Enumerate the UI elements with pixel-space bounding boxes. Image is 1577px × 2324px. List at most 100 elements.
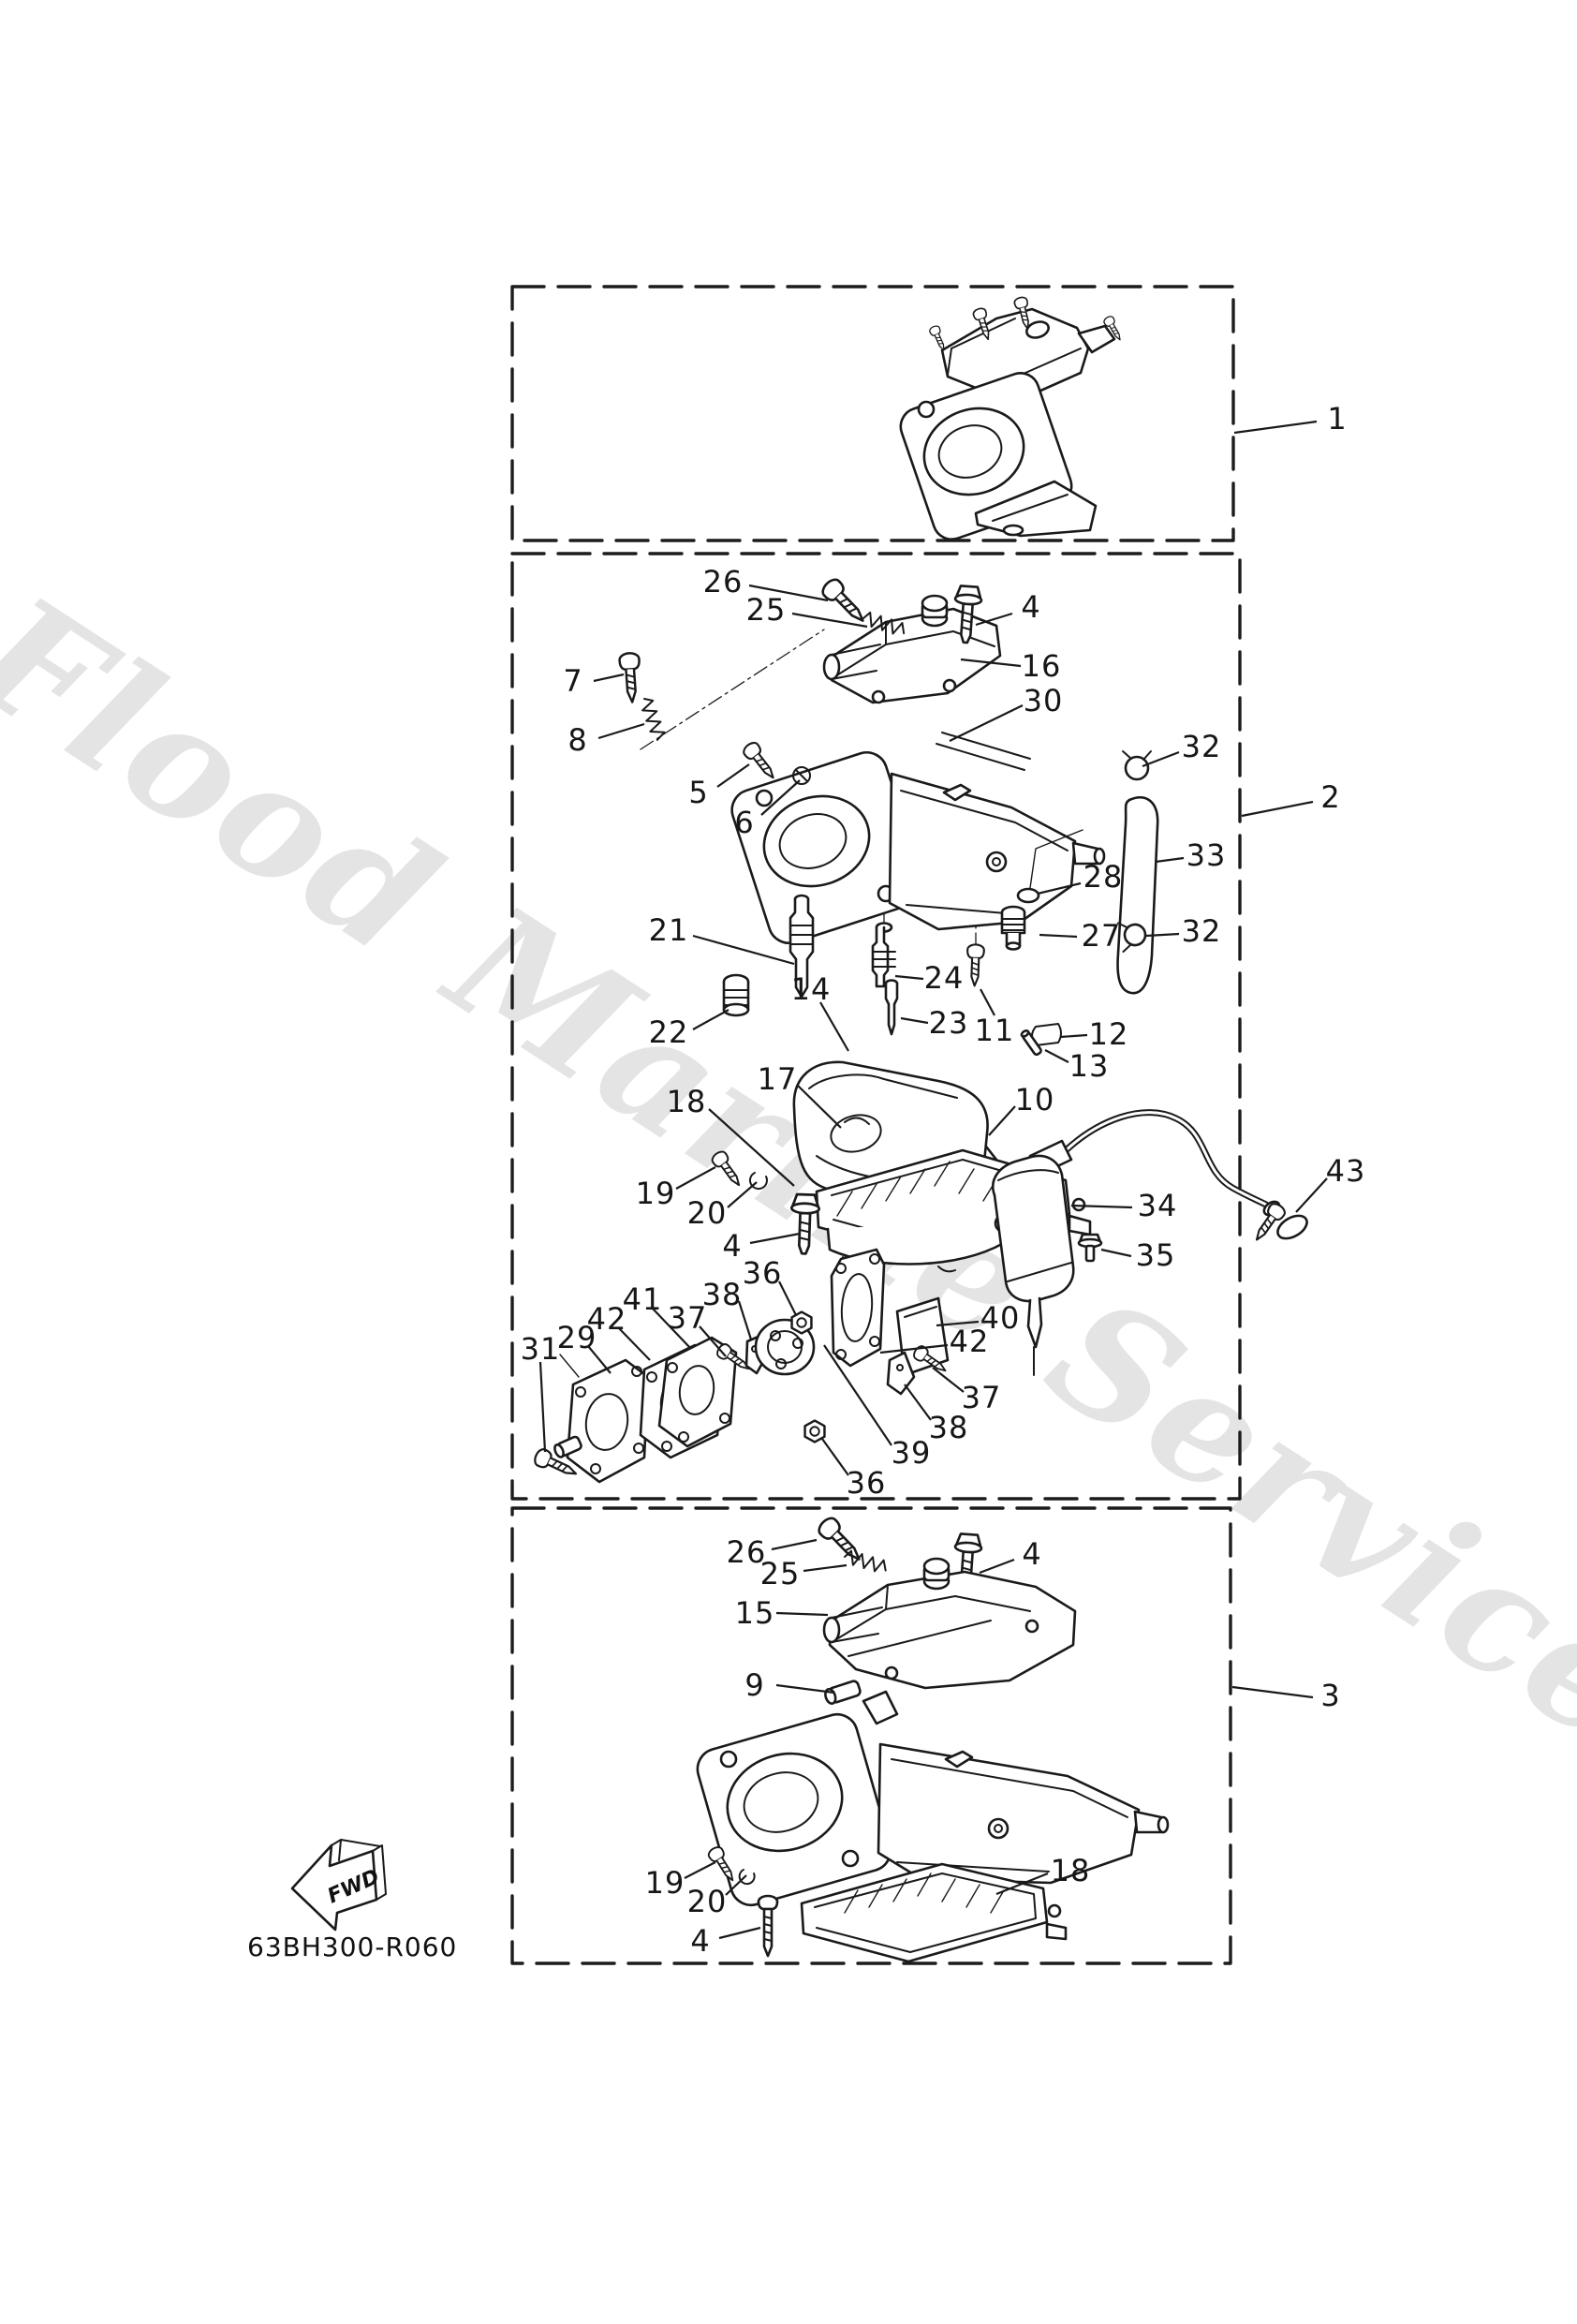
leader-line-42 bbox=[617, 1326, 651, 1361]
pilot-jet-24 bbox=[871, 922, 896, 988]
part-code: 63BH300-R060 bbox=[247, 1932, 458, 1962]
leader-line-40 bbox=[936, 1320, 980, 1327]
leader-line-26 bbox=[748, 584, 829, 602]
leader-line-41 bbox=[652, 1308, 692, 1350]
leader-line-4 bbox=[718, 1926, 761, 1940]
leader-line-38 bbox=[737, 1300, 753, 1340]
leader-line-24 bbox=[894, 974, 924, 981]
group-box-1 bbox=[510, 285, 1235, 542]
leader-line-11 bbox=[980, 988, 995, 1016]
leader-line-28 bbox=[1037, 881, 1082, 896]
leader-line-38 bbox=[904, 1384, 932, 1421]
leader-line-42 bbox=[879, 1343, 949, 1354]
leader-line-30 bbox=[949, 704, 1024, 742]
leader-line-18 bbox=[708, 1108, 795, 1187]
leader-line-1 bbox=[1233, 420, 1318, 435]
exploded-carburetor bbox=[531, 575, 1308, 1484]
needle-jet-21 bbox=[788, 894, 815, 999]
leader-line-15 bbox=[775, 1611, 829, 1617]
fuel-hose-33 bbox=[1116, 796, 1159, 995]
carburetor-body-3 bbox=[696, 1712, 1170, 1907]
leader-line-35 bbox=[1100, 1248, 1132, 1258]
group-box-2 bbox=[510, 552, 1242, 1501]
leader-line-13 bbox=[1044, 1049, 1069, 1063]
leader-line-8 bbox=[597, 722, 645, 740]
leader-line-19 bbox=[684, 1861, 716, 1879]
leader-line-17 bbox=[796, 1084, 842, 1129]
washer-20 bbox=[748, 1172, 768, 1191]
leader-line-22 bbox=[692, 1009, 730, 1030]
leader-line-20 bbox=[725, 1874, 747, 1896]
leader-line-5 bbox=[716, 763, 750, 788]
leader-line-3 bbox=[1231, 1685, 1314, 1699]
cover-15 bbox=[822, 1557, 1077, 1690]
leader-line-23 bbox=[900, 1016, 929, 1025]
leader-line-27 bbox=[1039, 933, 1078, 939]
leader-line-4 bbox=[975, 612, 1013, 627]
group-box-3 bbox=[510, 1506, 1232, 1965]
spring-25c bbox=[842, 1548, 890, 1576]
pin-13 bbox=[1020, 1029, 1042, 1057]
leader-line-9 bbox=[775, 1683, 835, 1695]
leader-lines bbox=[538, 420, 1328, 1940]
leader-line-37 bbox=[699, 1325, 727, 1357]
solenoid-34 bbox=[992, 1109, 1270, 1376]
ring-28 bbox=[1016, 829, 1083, 904]
hose-clip-32 bbox=[1122, 750, 1152, 781]
leader-line-20 bbox=[727, 1181, 758, 1208]
leader-line-36 bbox=[778, 1280, 797, 1316]
assembled-carburetor bbox=[899, 295, 1126, 540]
leader-line-6 bbox=[760, 779, 801, 816]
leader-line-32 bbox=[1142, 750, 1180, 768]
stud-4d bbox=[757, 1894, 779, 1958]
leader-line-39 bbox=[823, 1344, 892, 1446]
leader-line-34 bbox=[1070, 1204, 1133, 1209]
leader-line-37 bbox=[932, 1367, 965, 1393]
lever-38b bbox=[886, 1351, 916, 1396]
leader-line-32 bbox=[1145, 932, 1180, 938]
leader-line-21 bbox=[692, 934, 795, 966]
leader-line-4 bbox=[749, 1232, 801, 1245]
bolt-35 bbox=[1077, 1233, 1103, 1263]
connector-and-screw-43 bbox=[1248, 1200, 1308, 1246]
leader-line-25 bbox=[791, 612, 868, 629]
group-boxes bbox=[510, 285, 1242, 1965]
leader-line-25 bbox=[803, 1563, 847, 1573]
leader-line-7 bbox=[593, 673, 625, 683]
leader-line-26 bbox=[771, 1538, 818, 1551]
leader-line-4 bbox=[979, 1558, 1015, 1575]
screw-7 bbox=[617, 651, 643, 704]
leader-line-12 bbox=[1059, 1033, 1088, 1039]
washer-6 bbox=[792, 766, 811, 785]
pump-body-29 bbox=[553, 1354, 650, 1484]
leader-line-16 bbox=[960, 658, 1022, 668]
diaphragm-cover-39 bbox=[754, 1318, 816, 1376]
leader-line-33 bbox=[1155, 856, 1185, 864]
screw-19 bbox=[709, 1147, 746, 1191]
screw-11 bbox=[965, 943, 986, 987]
screw-5 bbox=[740, 739, 781, 784]
carburetor-body bbox=[730, 751, 1106, 944]
fwd-arrow-icon: FWD bbox=[290, 1839, 387, 1932]
leader-line-29 bbox=[587, 1345, 612, 1374]
leader-line-2 bbox=[1241, 800, 1314, 818]
nut-36 bbox=[790, 1310, 813, 1335]
valve-gasket-40 bbox=[830, 1248, 886, 1368]
mixing-chamber-cover bbox=[822, 594, 1002, 704]
leader-line-43 bbox=[1295, 1177, 1328, 1213]
needle-23 bbox=[884, 979, 899, 1036]
spring-8 bbox=[638, 695, 668, 743]
hose-clip-32b bbox=[1117, 922, 1147, 953]
plug-27 bbox=[1000, 905, 1026, 951]
main-jet-22 bbox=[722, 973, 750, 1017]
leader-line-36 bbox=[821, 1438, 849, 1476]
leader-line-14 bbox=[819, 1001, 849, 1052]
float-bowl-18c bbox=[800, 1862, 1068, 1963]
nut-36b bbox=[803, 1419, 826, 1443]
cover-gasket bbox=[936, 732, 1031, 771]
leader-line-18 bbox=[995, 1872, 1049, 1896]
second-carburetor bbox=[696, 1514, 1170, 1963]
bolt-4b bbox=[788, 1192, 821, 1256]
